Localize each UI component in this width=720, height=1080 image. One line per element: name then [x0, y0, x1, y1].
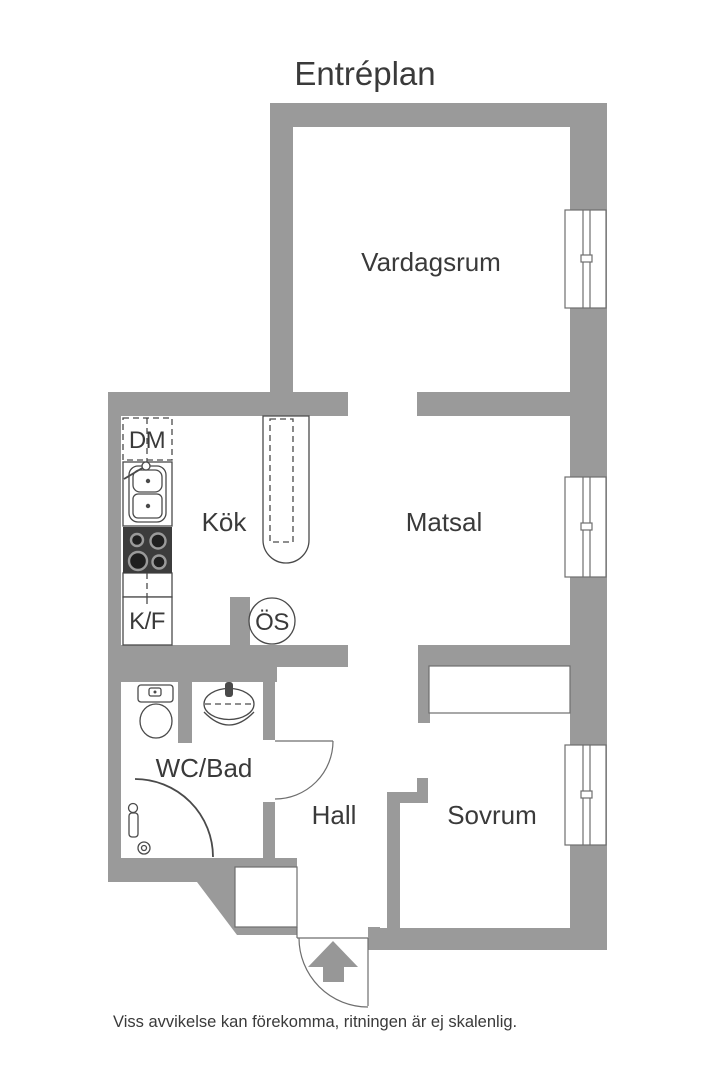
disclaimer-text: Viss avvikelse kan förekomma, ritningen …	[113, 1013, 517, 1031]
wall-left-outer	[108, 392, 121, 882]
label-fridge-freezer: K/F	[129, 608, 165, 635]
wc-door	[274, 740, 334, 800]
wall-sovrum-door-nub	[417, 778, 428, 803]
wall-sovrum-door-jamb	[387, 792, 428, 803]
entry-niche	[234, 866, 298, 928]
wall-matsal-top	[417, 392, 570, 416]
room-label-sovrum: Sovrum	[447, 800, 537, 830]
wall-wc-top	[108, 645, 277, 682]
window-vardagsrum	[564, 209, 607, 309]
label-fireplace: ÖS	[255, 609, 289, 636]
kitchen-sink-icon	[123, 461, 167, 523]
wall-wc-right-upper	[263, 682, 275, 740]
wall-bottom	[380, 928, 607, 950]
entry-arrow-icon	[308, 941, 358, 982]
bathroom-sink-icon	[203, 682, 255, 726]
entry-door	[296, 927, 369, 1008]
wall-os-stub	[230, 597, 250, 645]
window-sovrum	[564, 744, 607, 846]
room-label-wc-bad: WC/Bad	[156, 753, 253, 783]
wall-hall-top-right	[418, 645, 570, 667]
wall-sink-niche-stub	[178, 682, 192, 743]
closet	[428, 665, 571, 714]
wall-top	[270, 103, 607, 127]
toilet-icon	[137, 684, 174, 739]
fridge-freezer-box	[122, 596, 173, 646]
wall-wc-right-lower	[263, 802, 275, 858]
room-label-matsal: Matsal	[406, 507, 483, 537]
windows	[564, 209, 607, 846]
kitchen-island	[262, 415, 310, 564]
shower-icon	[127, 778, 214, 858]
wall-kok-top	[108, 392, 348, 416]
fireplace-circle	[248, 597, 296, 645]
room-label-vardagsrum: Vardagsrum	[361, 247, 501, 277]
wall-hall-top-left	[277, 645, 348, 667]
wall-hall-sovrum-divider	[387, 792, 400, 928]
kitchen-counter	[122, 417, 173, 646]
window-matsal	[564, 476, 607, 578]
room-label-hall: Hall	[312, 800, 357, 830]
page-title: Entréplan	[294, 55, 435, 92]
room-label-kok: Kök	[202, 507, 248, 537]
wall-entry-step	[368, 927, 380, 950]
label-dishwasher: DM	[129, 427, 165, 454]
wall-vardagsrum-left	[270, 103, 293, 416]
stove-icon	[123, 527, 172, 573]
text-layer: Entréplan Vardagsrum Kök Matsal WC/Bad H…	[113, 55, 537, 1031]
wall-sovrum-door-stub	[418, 667, 430, 723]
